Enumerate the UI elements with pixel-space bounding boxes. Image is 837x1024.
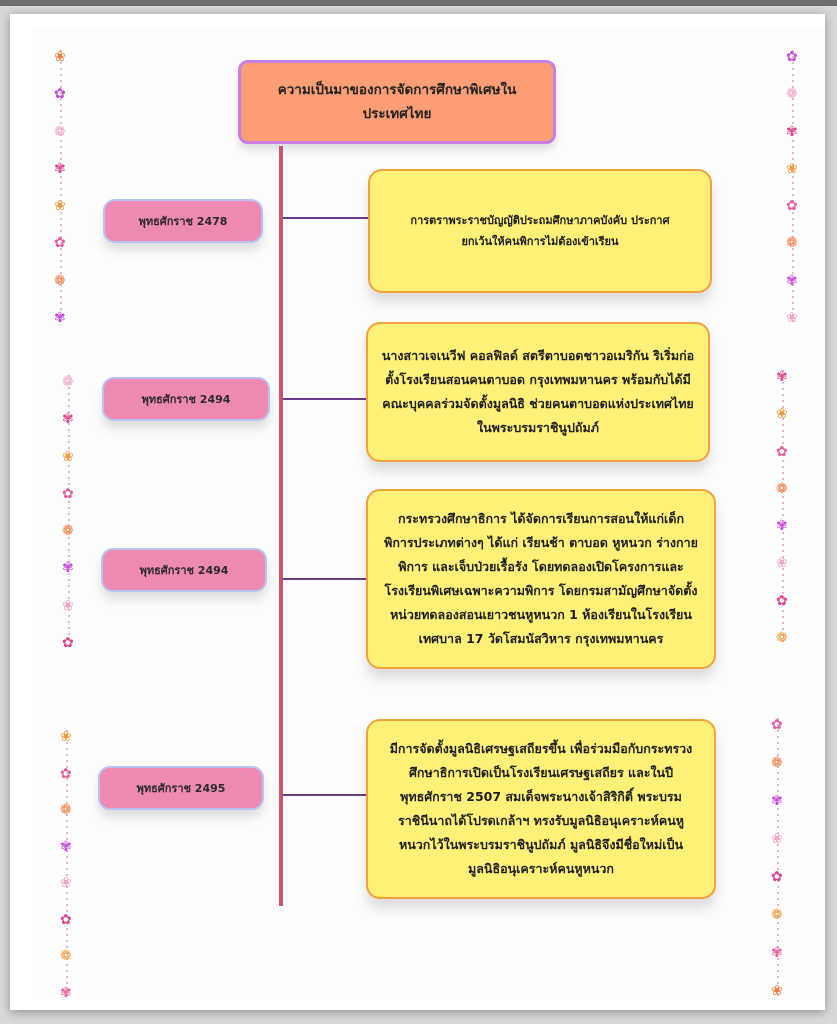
- flower-icon: ❁: [60, 802, 72, 819]
- flower-icon: ❁: [776, 480, 788, 497]
- flower-icon: ✿: [62, 485, 74, 502]
- flower-icon: ✾: [786, 272, 798, 289]
- flower-icon: ❀: [771, 831, 783, 847]
- flower-icon: ❁: [786, 235, 798, 252]
- flower-icon: ❀: [60, 729, 72, 745]
- flower-icon: ✾: [62, 411, 74, 428]
- year-label-3: พุทธศักราช 2495: [98, 766, 264, 810]
- flower-icon: ❀: [776, 406, 788, 423]
- flower-icon: ✿: [54, 86, 66, 103]
- flower-icon: ✿: [786, 198, 798, 215]
- flower-icon: ❁: [771, 907, 783, 923]
- flower-icon: ❁: [54, 123, 66, 140]
- flower-icon: ✾: [54, 310, 66, 326]
- flower-garland: [777, 718, 779, 998]
- diagram-title: ความเป็นมาของการจัดการศึกษาพิเศษในประเทศ…: [277, 82, 517, 122]
- event-box-2: กระทรวงศึกษาธิการ ได้จัดการเรียนการสอนให…: [366, 489, 716, 669]
- flower-icon: ❁: [776, 630, 788, 646]
- flower-icon: ❀: [62, 597, 74, 614]
- connector-1: [283, 398, 366, 400]
- top-bar: [0, 0, 837, 6]
- flower-icon: ✿: [60, 765, 72, 782]
- flower-icon: ❀: [62, 448, 74, 465]
- flower-icon: ✿: [771, 869, 783, 885]
- flower-icon: ✿: [786, 49, 798, 65]
- flower-icon: ❀: [54, 49, 66, 65]
- connector-3: [283, 794, 366, 796]
- year-text-1: พุทธศักราช 2494: [141, 393, 231, 406]
- flower-icon: ✾: [54, 160, 66, 177]
- event-text-1: นางสาวเจเนวีฟ คอลฟิลด์ สตรีตาบอดชาวอเมริ…: [381, 348, 695, 435]
- timeline-line: [279, 146, 283, 906]
- flower-icon: ❁: [771, 755, 783, 771]
- flower-icon: ✾: [62, 560, 74, 577]
- flower-icon: ✾: [771, 793, 783, 809]
- event-box-0: การตราพระราชบัญญัติประถมศึกษาภาคบังคับ ป…: [368, 169, 712, 293]
- flower-icon: ❀: [776, 555, 788, 572]
- year-label-2: พุทธศักราช 2494: [101, 548, 267, 592]
- flower-icon: ❀: [60, 875, 72, 892]
- year-text-2: พุทธศักราช 2494: [139, 564, 229, 577]
- flower-icon: ✿: [776, 592, 788, 609]
- flower-garland: [60, 50, 62, 325]
- flower-garland: [782, 370, 784, 645]
- connector-0: [283, 217, 368, 219]
- flower-icon: ✿: [54, 235, 66, 252]
- flower-garland: [68, 375, 70, 650]
- flower-icon: ❁: [62, 374, 74, 390]
- flower-icon: ✿: [60, 911, 72, 928]
- flower-icon: ✿: [776, 443, 788, 460]
- flower-icon: ❀: [771, 983, 783, 999]
- flower-icon: ✿: [62, 635, 74, 651]
- flower-icon: ✾: [776, 518, 788, 535]
- flower-icon: ✾: [786, 123, 798, 140]
- flower-icon: ✾: [60, 985, 72, 1001]
- event-box-3: มีการจัดตั้งมูลนิธิเศรษฐเสถียรขึ้น เพื่อ…: [366, 719, 716, 899]
- year-label-0: พุทธศักราช 2478: [103, 199, 263, 243]
- event-text-0: การตราพระราชบัญญัติประถมศึกษาภาคบังคับ ป…: [410, 214, 670, 248]
- event-box-1: นางสาวเจเนวีฟ คอลฟิลด์ สตรีตาบอดชาวอเมริ…: [366, 322, 710, 462]
- event-text-3: มีการจัดตั้งมูลนิธิเศรษฐเสถียรขึ้น เพื่อ…: [389, 741, 693, 876]
- flower-icon: ✾: [776, 369, 788, 385]
- year-text-0: พุทธศักราช 2478: [138, 215, 228, 228]
- flower-icon: ❁: [60, 948, 72, 965]
- flower-icon: ❁: [62, 523, 74, 540]
- flower-icon: ❀: [54, 198, 66, 215]
- event-text-2: กระทรวงศึกษาธิการ ได้จัดการเรียนการสอนให…: [384, 511, 698, 646]
- connector-2: [283, 578, 366, 580]
- flower-icon: ❁: [54, 272, 66, 289]
- flower-icon: ❀: [786, 310, 798, 326]
- flower-icon: ❁: [786, 86, 798, 103]
- flower-icon: ✾: [771, 945, 783, 961]
- title-box: ความเป็นมาของการจัดการศึกษาพิเศษในประเทศ…: [238, 60, 556, 144]
- flower-icon: ✾: [60, 838, 72, 855]
- flower-garland: [66, 730, 68, 1000]
- flower-garland: [792, 50, 794, 325]
- year-label-1: พุทธศักราช 2494: [102, 377, 270, 421]
- flower-icon: ❀: [786, 160, 798, 177]
- year-text-3: พุทธศักราช 2495: [136, 782, 226, 795]
- flower-icon: ✿: [771, 717, 783, 733]
